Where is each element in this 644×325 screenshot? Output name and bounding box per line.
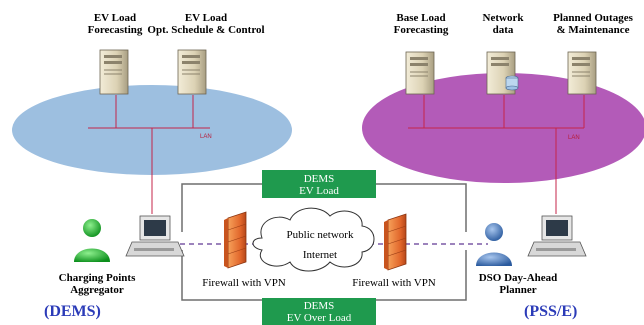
left-lan-bus: [88, 95, 210, 214]
cloud-icon: [252, 207, 375, 272]
dems-ev-over-load-box: DEMS EV Over Load: [262, 298, 376, 325]
label-base-load-forecasting: Base Load Forecasting: [393, 12, 449, 36]
server-icon: [405, 51, 435, 95]
aggregator-label: Charging Points Aggregator: [58, 272, 136, 296]
connection-lines: [181, 183, 467, 301]
psse-system-tag: (PSS/E): [524, 303, 578, 320]
computer-icon: [125, 215, 185, 257]
lan-label-left: LAN: [200, 134, 212, 140]
server-icon: [177, 49, 207, 95]
person-icon-green: [74, 219, 110, 262]
public-network-label: Public network: [286, 229, 354, 241]
right-lan-bus: [408, 95, 585, 214]
person-icon-blue: [476, 223, 512, 266]
firewall-right-label: Firewall with VPN: [352, 277, 436, 289]
internet-label: Internet: [302, 249, 338, 261]
label-planned-outages: Planned Outages & Maintenance: [553, 12, 633, 36]
server-icon: [567, 51, 597, 95]
label-ev-load-forecasting: EV Load Forecasting: [87, 12, 143, 36]
firewall-icon: [224, 211, 247, 269]
server-icon: [99, 49, 129, 95]
lan-label-right: LAN: [568, 135, 580, 141]
computer-icon: [527, 215, 587, 257]
database-server-icon: [486, 51, 519, 95]
firewall-left-label: Firewall with VPN: [202, 277, 286, 289]
planner-label: DSO Day-Ahead Planner: [478, 272, 558, 296]
dems-system-tag: (DEMS): [44, 303, 101, 320]
dems-ev-load-box: DEMS EV Load: [262, 170, 376, 198]
firewall-icon: [384, 213, 407, 271]
label-ev-load-schedule: EV Load Opt. Schedule & Control: [147, 12, 265, 36]
label-network-data: Network data: [482, 12, 524, 36]
